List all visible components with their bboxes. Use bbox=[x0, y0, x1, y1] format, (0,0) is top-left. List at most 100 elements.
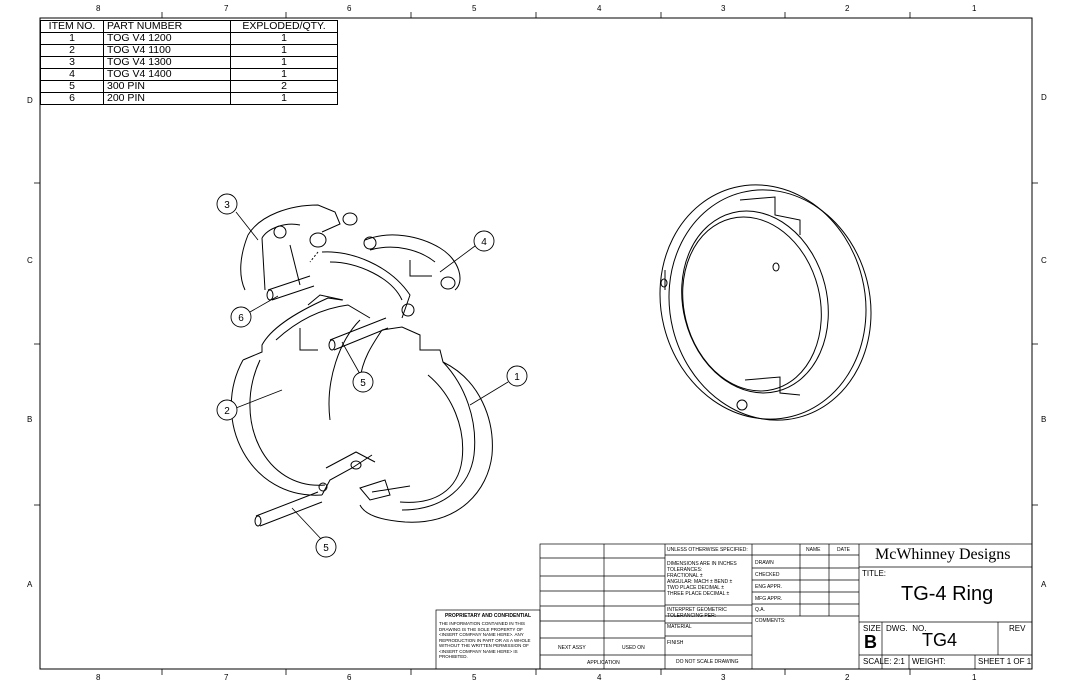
pin-6 bbox=[267, 275, 315, 301]
zone-col-top-8: 8 bbox=[96, 4, 101, 13]
balloon-label: 1 bbox=[514, 372, 520, 383]
balloon-label: 5 bbox=[323, 543, 329, 554]
pin-5-upper bbox=[329, 317, 389, 351]
scale-value: SCALE: 2:1 bbox=[863, 657, 905, 666]
zone-col-bottom-3: 3 bbox=[721, 673, 726, 682]
tb-material: MATERIAL bbox=[667, 624, 692, 630]
tb-checked: CHECKED bbox=[755, 572, 780, 578]
sheet-value: SHEET 1 OF 1 bbox=[978, 657, 1032, 666]
zone-col-bottom-4: 4 bbox=[597, 673, 602, 682]
exploded-view bbox=[230, 204, 493, 527]
tb-used-on: USED ON bbox=[622, 645, 645, 651]
zone-col-top-5: 5 bbox=[472, 4, 477, 13]
drawing-title: TG-4 Ring bbox=[901, 583, 994, 605]
zone-row-right-c: C bbox=[1041, 256, 1047, 265]
part-3-outline bbox=[247, 204, 341, 236]
dwg-no-label: DWG. NO. bbox=[886, 624, 927, 633]
tb-do-not-scale: DO NOT SCALE DRAWING bbox=[676, 659, 739, 665]
rev-label: REV bbox=[1009, 624, 1026, 633]
balloon-label: 6 bbox=[238, 313, 244, 324]
title-block-grid bbox=[435, 543, 1033, 670]
tb-three-place: THREE PLACE DECIMAL ± bbox=[667, 591, 730, 597]
zone-row-right-d: D bbox=[1041, 93, 1047, 102]
zone-row-left-b: B bbox=[27, 415, 33, 424]
zone-row-left-c: C bbox=[27, 256, 33, 265]
zone-row-right-b: B bbox=[1041, 415, 1047, 424]
size-value: B bbox=[864, 632, 877, 652]
assembled-view bbox=[659, 184, 872, 421]
zone-col-top-6: 6 bbox=[347, 4, 352, 13]
title-label: TITLE: bbox=[862, 569, 887, 578]
tb-prop-line: <INSERT COMPANY NAME HERE> IS bbox=[439, 648, 518, 654]
assembled-ring-outer bbox=[659, 184, 867, 420]
balloon-2 bbox=[216, 399, 238, 421]
zone-col-bottom-7: 7 bbox=[224, 673, 229, 682]
tb-angular: ANGULAR: MACH ± BEND ± bbox=[667, 579, 733, 585]
tb-comments: COMMENTS: bbox=[755, 618, 786, 624]
tb-interpret-1: INTERPRET GEOMETRIC bbox=[667, 607, 727, 613]
zone-col-bottom-8: 8 bbox=[96, 673, 101, 682]
weight-label: WEIGHT: bbox=[912, 657, 946, 666]
tb-next-assy: NEXT ASSY bbox=[558, 645, 586, 651]
zone-col-bottom-2: 2 bbox=[845, 673, 850, 682]
bom-qty: 1 bbox=[230, 56, 338, 69]
bom-qty: 1 bbox=[230, 92, 338, 105]
balloon-5-lower bbox=[315, 536, 337, 558]
part-1-outline bbox=[359, 326, 493, 523]
tb-prop-line: REPRODUCTION IN PART OR AS A WHOLE bbox=[439, 637, 531, 643]
balloon-label: 2 bbox=[224, 406, 230, 417]
zone-ticks bbox=[34, 12, 1038, 675]
part-4-outline bbox=[364, 234, 461, 291]
tb-two-place: TWO PLACE DECIMAL ± bbox=[667, 585, 725, 591]
tb-prop-line: THE INFORMATION CONTAINED IN THIS bbox=[439, 621, 526, 626]
dwg-no-value: TG4 bbox=[922, 630, 958, 650]
tb-name: NAME bbox=[806, 547, 821, 553]
tb-prop-line: PROHIBITED. bbox=[439, 654, 468, 659]
tb-prop-line: DRAWING IS THE SOLE PROPERTY OF bbox=[439, 626, 523, 632]
zone-row-left-a: A bbox=[27, 580, 33, 589]
balloon-3 bbox=[216, 193, 238, 215]
zone-row-right-a: A bbox=[1041, 580, 1047, 589]
pin-5-lower bbox=[255, 491, 323, 527]
tb-dims: DIMENSIONS ARE IN INCHES bbox=[667, 561, 737, 567]
balloon-4 bbox=[473, 230, 495, 252]
tb-drawn: DRAWN bbox=[755, 560, 774, 566]
tb-tolerances: TOLERANCES: bbox=[667, 567, 703, 573]
part-2-outline bbox=[230, 359, 323, 496]
tb-fractional: FRACTIONAL ± bbox=[667, 573, 703, 579]
tb-mfg-appr: MFG APPR. bbox=[755, 596, 783, 602]
zone-col-top-4: 4 bbox=[597, 4, 602, 13]
balloon-label: 4 bbox=[481, 237, 487, 248]
tb-prop-line: <INSERT COMPANY NAME HERE>. ANY bbox=[439, 632, 524, 637]
zone-col-top-2: 2 bbox=[845, 4, 850, 13]
balloon-label: 3 bbox=[224, 200, 230, 211]
zone-col-bottom-1: 1 bbox=[972, 673, 977, 682]
zone-col-top-7: 7 bbox=[224, 4, 229, 13]
tb-prop-line: WITHOUT THE WRITTEN PERMISSION OF bbox=[439, 643, 529, 648]
zone-col-bottom-5: 5 bbox=[472, 673, 477, 682]
zone-col-top-3: 3 bbox=[721, 4, 726, 13]
zone-col-top-1: 1 bbox=[972, 4, 977, 13]
balloon-6 bbox=[230, 306, 252, 328]
size-label: SIZE bbox=[863, 624, 881, 633]
tb-unless: UNLESS OTHERWISE SPECIFIED: bbox=[667, 547, 748, 553]
tb-eng-appr: ENG APPR. bbox=[755, 584, 782, 590]
balloon-label: 5 bbox=[360, 378, 366, 389]
balloon-1 bbox=[506, 365, 528, 387]
balloon-5-upper bbox=[352, 371, 374, 393]
tb-prop-text: THE INFORMATION CONTAINED IN THIS DRAWIN… bbox=[439, 621, 531, 660]
zone-col-bottom-6: 6 bbox=[347, 673, 352, 682]
company-name: McWhinney Designs bbox=[875, 546, 1011, 563]
tb-date: DATE bbox=[837, 547, 850, 553]
tb-qa: Q.A. bbox=[755, 607, 766, 613]
leader-lines bbox=[235, 211, 509, 541]
tb-finish: FINISH bbox=[667, 640, 684, 646]
tb-application: APPLICATION bbox=[587, 660, 620, 666]
